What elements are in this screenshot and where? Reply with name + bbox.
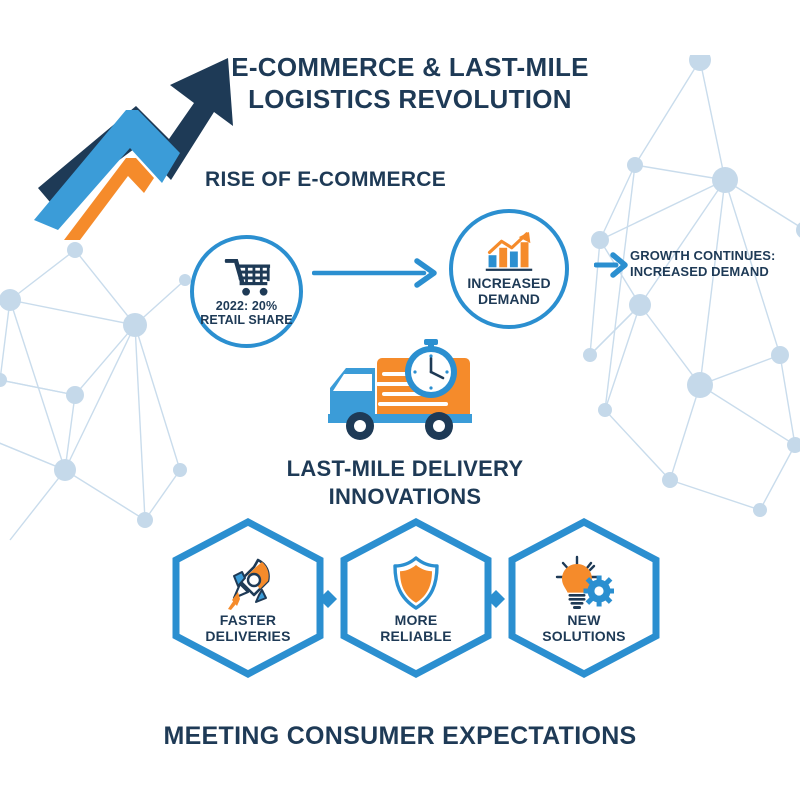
shopping-cart-icon — [223, 257, 271, 296]
node-increased-demand[interactable]: INCREASED DEMAND — [449, 209, 569, 329]
section-title-rise-of-ecommerce: RISE OF E-COMMERCE — [205, 168, 447, 191]
growth-continues-note: GROWTH CONTINUES: INCREASED DEMAND — [630, 248, 790, 281]
hexagon-more-reliable[interactable]: MORE RELIABLE — [336, 518, 496, 678]
page-title: E-COMMERCE & LAST-MILE LOGISTICS REVOLUT… — [200, 52, 620, 115]
hex-1-line-1: FASTER — [219, 612, 277, 628]
increased-demand-line-2: DEMAND — [477, 291, 541, 307]
main-title-line-1: E-COMMERCE & LAST-MILE — [231, 52, 589, 82]
hexagon-new-solutions-label: NEW SOLUTIONS — [504, 612, 664, 644]
growth-arrow-icon — [28, 38, 260, 243]
hexagon-new-solutions[interactable]: NEW SOLUTIONS — [504, 518, 664, 678]
hexagon-more-reliable-label: MORE RELIABLE — [336, 612, 496, 644]
innovation-hexagon-row: FASTER DELIVERIES MORE RELIABLE — [168, 518, 668, 678]
hexagon-outline — [172, 518, 324, 678]
footer-title: MEETING CONSUMER EXPECTATIONS — [163, 722, 637, 750]
shield-icon — [386, 554, 446, 612]
rocket-icon — [218, 554, 278, 612]
node-retail-share[interactable]: 2022: 20% RETAIL SHARE — [190, 235, 303, 348]
delivery-truck-stopwatch-icon — [320, 336, 495, 446]
network-nodes-pattern-left — [0, 220, 200, 550]
hex-1-line-2: DELIVERIES — [205, 628, 291, 645]
growth-note-line-1: GROWTH CONTINUES: — [630, 248, 776, 263]
hex-3-line-2: SOLUTIONS — [542, 628, 626, 645]
arrow-right-icon-middle — [311, 258, 444, 288]
hex-2-line-2: RELIABLE — [380, 628, 452, 645]
network-nodes-pattern-right — [580, 49, 800, 535]
last-mile-title-line-2: INNOVATIONS — [328, 483, 482, 509]
hexagon-faster-deliveries-label: FASTER DELIVERIES — [168, 612, 328, 644]
arrow-right-icon-end — [593, 251, 630, 279]
retail-share-line-1: 2022: 20% — [215, 298, 278, 313]
last-mile-title-line-1: LAST-MILE DELIVERY — [286, 456, 524, 481]
retail-share-line-2: RETAIL SHARE — [200, 312, 293, 327]
lightbulb-gear-icon — [554, 554, 615, 612]
hex-2-line-1: MORE — [394, 612, 438, 628]
section-title-last-mile-innovations: LAST-MILE DELIVERY INNOVATIONS — [285, 455, 525, 510]
growth-note-line-2: INCREASED DEMAND — [630, 264, 769, 280]
growth-bar-chart-icon — [483, 231, 535, 272]
main-title-line-2: LOGISTICS REVOLUTION — [248, 83, 572, 114]
increased-demand-line-1: INCREASED — [467, 274, 551, 291]
node-increased-demand-label: INCREASED DEMAND — [467, 275, 550, 307]
hex-3-line-1: NEW — [567, 612, 601, 628]
hexagon-faster-deliveries[interactable]: FASTER DELIVERIES — [168, 518, 328, 678]
node-retail-share-label: 2022: 20% RETAIL SHARE — [200, 299, 292, 327]
hexagon-connector-diamond-1 — [319, 590, 337, 608]
hexagon-connector-diamond-2 — [487, 590, 505, 608]
